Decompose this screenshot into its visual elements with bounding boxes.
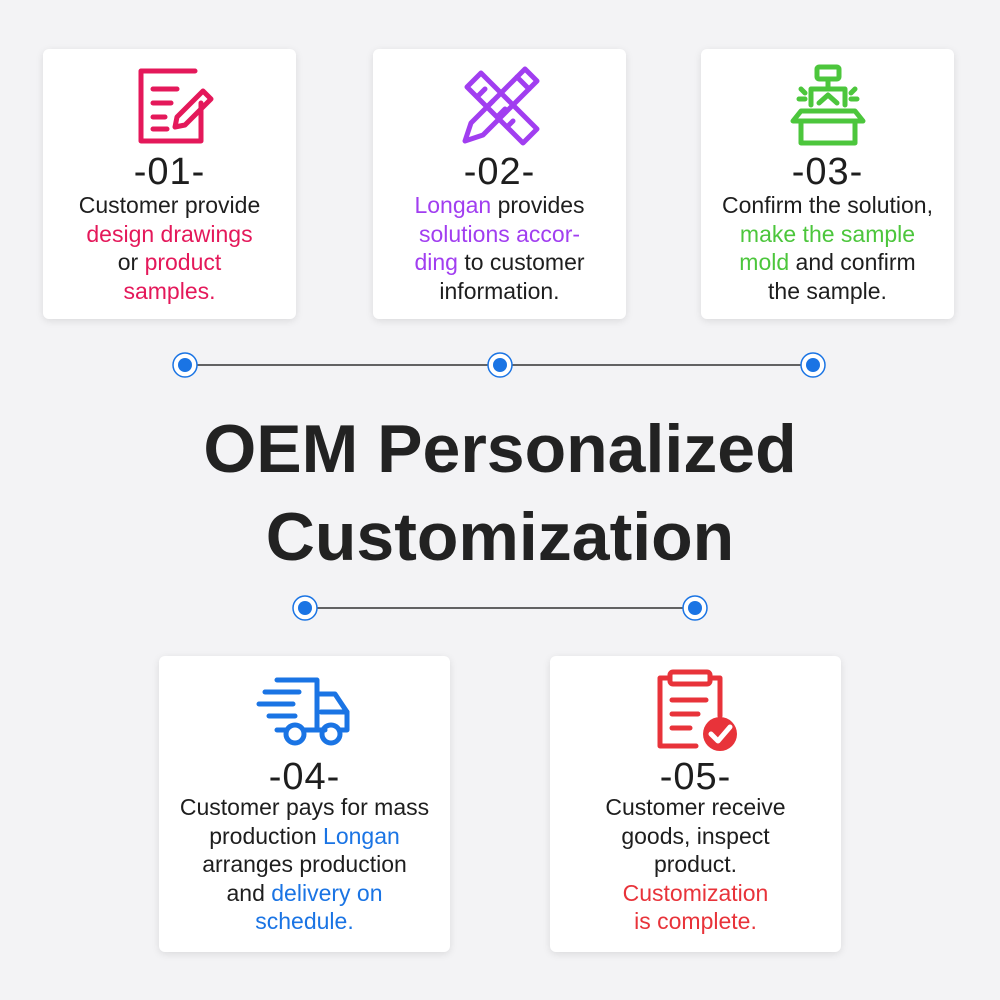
desc-text: to customer [457, 249, 585, 275]
desc-text: production [209, 822, 324, 849]
page-title: OEM Personalized Customization [0, 405, 1000, 581]
pencil-ruler-icon [462, 66, 539, 146]
desc-highlight: Longan [323, 822, 400, 849]
step-number: -05- [659, 756, 732, 798]
desc-highlight: design drawings [86, 220, 253, 247]
desc-text: information. [439, 277, 560, 304]
desc-highlight: make the sample [739, 220, 916, 247]
step-card-02: -02- Longan provides solutions accor- di… [373, 49, 626, 319]
desc-text: provides [491, 192, 585, 218]
desc-highlight: is complete. [634, 908, 757, 934]
desc-highlight: Longan [414, 192, 492, 218]
step-description: Confirm the solution, make the sample mo… [707, 191, 948, 305]
step-description: Customer receive goods, inspect product.… [556, 793, 835, 936]
clipboard-check-icon [657, 669, 737, 751]
step-card-01: -01- Customer provide design drawings or… [43, 49, 296, 319]
step-description: Longan provides solutions accor- ding to… [379, 191, 620, 305]
connector-dot [172, 352, 198, 378]
desc-text: and confirm [789, 249, 916, 275]
step-card-03: -03- Confirm the solution, make the samp… [701, 49, 954, 319]
desc-highlight: solutions accor- [418, 220, 581, 247]
desc-highlight: Customization [622, 879, 769, 906]
connector-dot [292, 595, 318, 621]
desc-highlight: product [144, 249, 222, 275]
desc-text: Confirm the solution, [722, 192, 933, 218]
step-number: -01- [133, 151, 206, 193]
desc-highlight: samples. [123, 277, 216, 304]
connector-dot [487, 352, 513, 378]
document-edit-icon [138, 68, 213, 144]
step-card-04: -04- Customer pays for mass production L… [159, 656, 450, 952]
upper-connector [172, 352, 826, 378]
delivery-truck-icon [256, 677, 349, 746]
desc-text: Customer receive [605, 794, 786, 820]
desc-highlight: delivery on [271, 879, 383, 906]
desc-text: Customer pays for mass [179, 794, 430, 820]
desc-text: and [226, 879, 272, 906]
desc-text: goods, inspect [621, 822, 770, 849]
step-number: -04- [268, 756, 341, 798]
step-card-05: -05- Customer receive goods, inspect pro… [550, 656, 841, 952]
desc-text: or [117, 249, 145, 275]
connector-dot [682, 595, 708, 621]
title-line-1: OEM Personalized [203, 411, 797, 487]
step-description: Customer pays for mass production Longan… [165, 793, 444, 936]
lower-connector [292, 595, 708, 621]
desc-text: the sample. [768, 277, 887, 304]
title-line-2: Customization [265, 499, 735, 575]
step-description: Customer provide design drawings or prod… [49, 191, 290, 305]
desc-highlight: schedule. [255, 908, 354, 934]
desc-text: product. [653, 851, 738, 877]
mold-machine-icon [790, 64, 865, 146]
desc-highlight: ding [414, 249, 458, 275]
connector-dot [800, 352, 826, 378]
step-number: -02- [463, 151, 536, 193]
desc-text: Customer provide [78, 192, 261, 218]
step-number: -03- [791, 151, 864, 193]
desc-highlight: mold [739, 249, 790, 275]
desc-text: arranges production [202, 851, 407, 877]
